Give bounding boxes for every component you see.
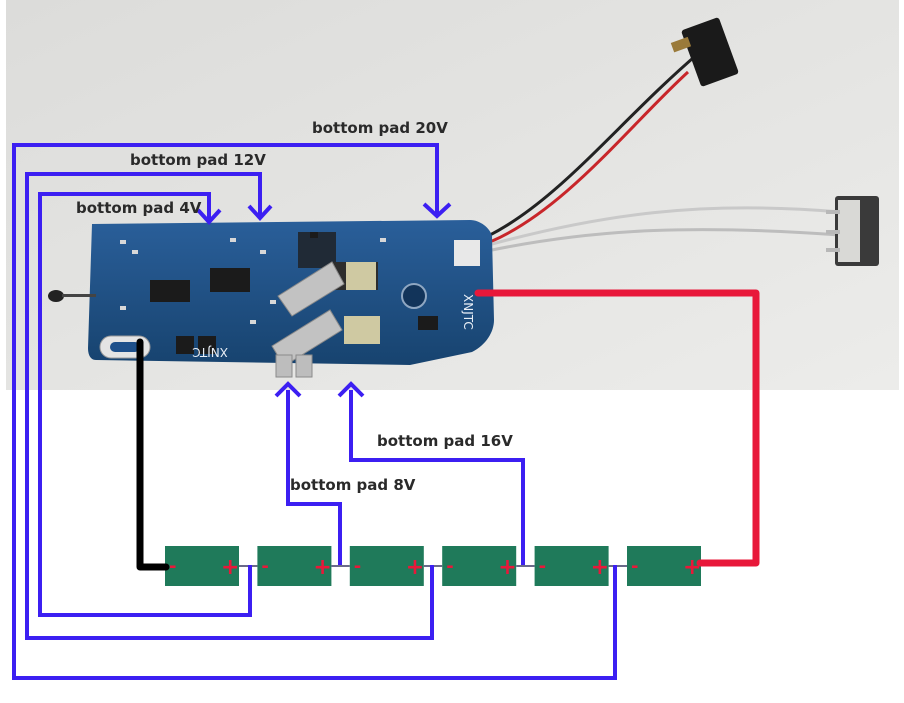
board-terminal-tabs bbox=[271, 261, 345, 378]
cell-minus-symbol: - bbox=[446, 556, 453, 577]
bms-board bbox=[48, 220, 494, 365]
connector-wires bbox=[487, 50, 841, 252]
battery-cell: -+ bbox=[627, 546, 701, 586]
cell-plus-symbol: + bbox=[683, 555, 701, 580]
cell-minus-symbol: - bbox=[261, 556, 268, 577]
switch-connector bbox=[826, 196, 879, 266]
board-silkscreen-bottom: XNJTC bbox=[192, 345, 228, 359]
wire-16v bbox=[349, 390, 525, 565]
battery-cell: -+ bbox=[534, 546, 609, 586]
cell-minus-symbol: - bbox=[539, 556, 546, 577]
arrow-16v bbox=[337, 381, 365, 398]
cell-body bbox=[442, 546, 517, 586]
label-bottom-pad-4v: bottom pad 4V bbox=[76, 199, 202, 217]
arrow-12v bbox=[247, 204, 273, 221]
label-bottom-pad-8v: bottom pad 8V bbox=[290, 476, 416, 494]
cell-minus-symbol: - bbox=[631, 556, 638, 577]
battery-cells: -+-+-+-+-+-+ bbox=[165, 546, 701, 586]
board-silkscreen-right: XNJTC bbox=[461, 294, 475, 330]
upper-connector bbox=[670, 17, 739, 87]
cell-plus-symbol: + bbox=[406, 555, 424, 580]
cell-body bbox=[257, 546, 332, 586]
battery-cell: -+ bbox=[257, 546, 332, 586]
arrow-20v bbox=[422, 202, 452, 219]
cell-plus-symbol: + bbox=[221, 555, 239, 580]
label-bottom-pad-16v: bottom pad 16V bbox=[377, 432, 513, 450]
cell-minus-symbol: - bbox=[169, 556, 176, 577]
battery-cell: -+ bbox=[349, 546, 424, 586]
label-bottom-pad-12v: bottom pad 12V bbox=[130, 151, 266, 169]
cell-body bbox=[534, 546, 609, 586]
black-negative-wire bbox=[136, 338, 170, 571]
cell-plus-symbol: + bbox=[498, 555, 516, 580]
wire-12v bbox=[25, 172, 434, 640]
cell-body bbox=[165, 546, 239, 586]
cell-plus-symbol: + bbox=[313, 555, 331, 580]
cell-minus-symbol: - bbox=[354, 556, 361, 577]
wire-20v bbox=[12, 143, 617, 680]
arrowheads bbox=[196, 202, 452, 398]
cell-plus-symbol: + bbox=[591, 555, 609, 580]
arrow-8v bbox=[274, 381, 302, 398]
arrow-4v bbox=[196, 208, 222, 225]
red-positive-wire bbox=[474, 289, 760, 567]
blue-balance-wires bbox=[12, 143, 617, 680]
wire-4v bbox=[38, 192, 252, 617]
battery-cell: -+ bbox=[442, 546, 517, 586]
wire-8v bbox=[286, 390, 342, 565]
cell-body bbox=[627, 546, 701, 586]
battery-cell: -+ bbox=[165, 546, 239, 586]
cell-body bbox=[349, 546, 424, 586]
label-bottom-pad-20v: bottom pad 20V bbox=[312, 119, 448, 137]
